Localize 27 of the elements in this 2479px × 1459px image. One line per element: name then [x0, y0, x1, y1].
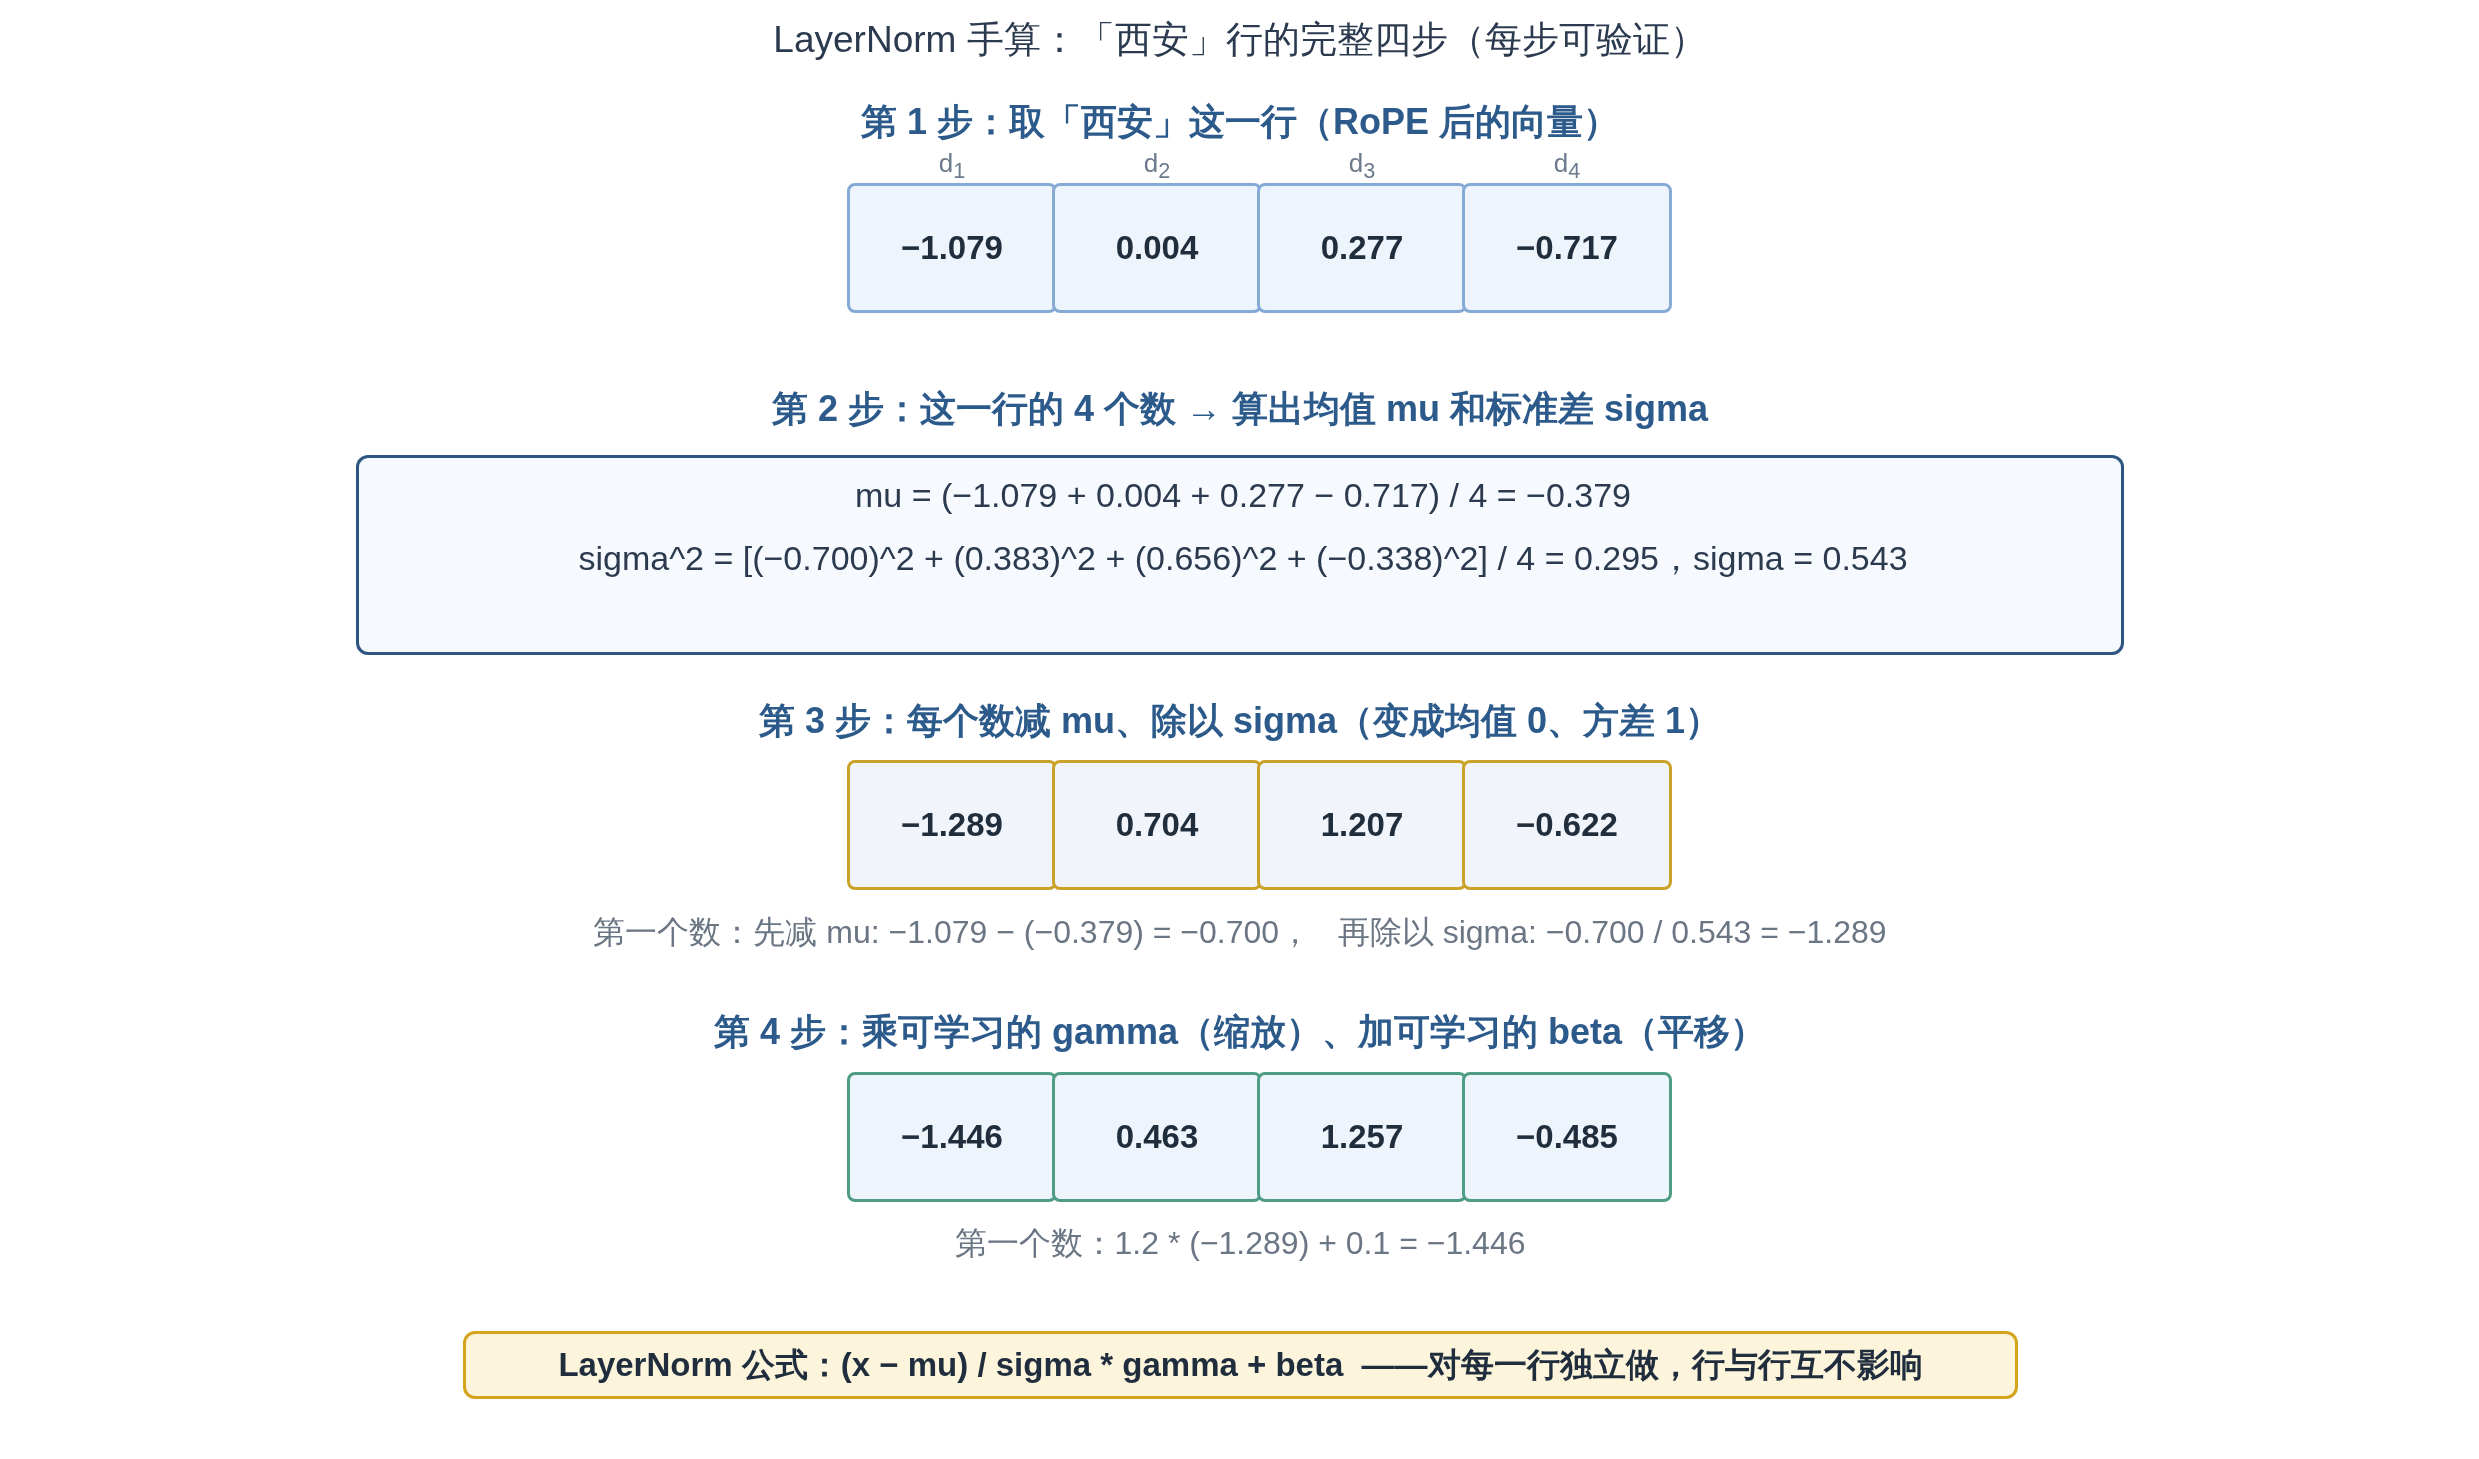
formula-panel: [356, 455, 2124, 655]
title: LayerNorm 手算：「西安」行的完整四步（每步可验证）: [773, 18, 1707, 62]
formula-banner: LayerNorm 公式：(x − mu) / sigma * gamma + beta ——对每一行独立做，行与行互不影响: [463, 1331, 2018, 1399]
value-cell: 0.277: [1257, 183, 1467, 313]
value-cell: 0.704: [1052, 760, 1262, 890]
note: 第一个数：1.2 * (−1.289) + 0.1 = −1.446: [954, 1224, 1526, 1263]
value-cell: 1.207: [1257, 760, 1467, 890]
formula-line: mu = (−1.079 + 0.004 + 0.277 − 0.717) / 4 = −0.379: [855, 475, 1631, 515]
formula-line: sigma^2 = [(−0.700)^2 + (0.383)^2 + (0.656)^2 + (−0.338)^2] / 4 = 0.295，sigma = 0.543: [578, 538, 1908, 579]
value-cell: 0.004: [1052, 183, 1262, 313]
value-cell: 1.257: [1257, 1072, 1467, 1202]
value-cell: −1.446: [847, 1072, 1057, 1202]
step-heading: 第 2 步：这一行的 4 个数 → 算出均值 mu 和标准差 sigma: [771, 386, 1709, 431]
step-heading: 第 3 步：每个数减 mu、除以 sigma（变成均值 0、方差 1）: [758, 698, 1722, 743]
value-cell: −0.717: [1462, 183, 1672, 313]
value-cell: −0.485: [1462, 1072, 1672, 1202]
value-cell: −0.622: [1462, 760, 1672, 890]
dimension-label: d$_{1}$: [938, 147, 966, 185]
note: 第一个数：先减 mu: −1.079 − (−0.379) = −0.700， 再除以 sigma: −0.700 / 0.543 = −1.289: [593, 913, 1887, 952]
dimension-label: d$_{2}$: [1143, 147, 1171, 185]
dimension-label: d$_{3}$: [1348, 147, 1376, 185]
value-cell: −1.079: [847, 183, 1057, 313]
step-heading: 第 1 步：取「西安」这一行（RoPE 后的向量）: [861, 99, 1619, 144]
dimension-label: d$_{4}$: [1553, 147, 1581, 185]
value-cell: 0.463: [1052, 1072, 1262, 1202]
step-heading: 第 4 步：乘可学习的 gamma（缩放）、加可学习的 beta（平移）: [713, 1009, 1767, 1054]
value-cell: −1.289: [847, 760, 1057, 890]
